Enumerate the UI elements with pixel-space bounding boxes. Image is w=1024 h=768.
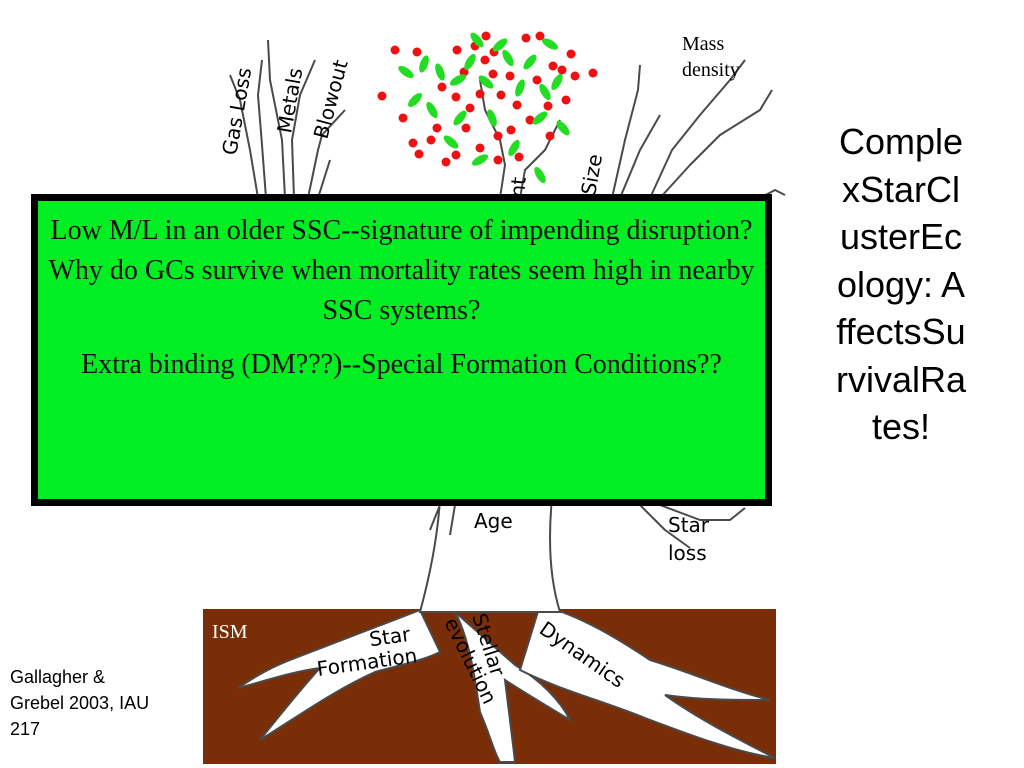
- soil-label: ISM: [212, 621, 248, 643]
- root-right: [518, 603, 776, 759]
- callout-paragraph-2: Extra binding (DM???)--Special Formation…: [81, 349, 722, 380]
- label-partial-left: nt: [505, 176, 531, 199]
- branch-metals: [267, 39, 316, 199]
- tree-trunk: [418, 497, 562, 613]
- branch-gas-loss: [229, 59, 267, 199]
- label-star-word: Star: [368, 622, 413, 652]
- label-loss: loss: [668, 541, 707, 565]
- label-mass: Mass: [682, 33, 724, 55]
- label-star: Star: [668, 513, 710, 537]
- slide-title: ComplexStarClusterEcology: AffectsSurviv…: [835, 121, 967, 447]
- root-middle: [454, 611, 573, 763]
- citation: Gallagher & Grebel 2003, IAU 217: [10, 667, 150, 739]
- label-mass-density: Mass density: [682, 33, 740, 81]
- callout-box: Low M/L in an older SSC--signature of im…: [31, 194, 772, 506]
- tree-roots: [237, 603, 776, 763]
- root-left: [237, 608, 442, 741]
- leaves-green: [398, 32, 570, 184]
- branch-lower-right: [639, 504, 746, 549]
- label-star-loss: Star loss: [668, 513, 715, 565]
- label-stellar-evolution-line1: Stellar: [467, 610, 510, 679]
- branch-right-2: [649, 59, 773, 199]
- branch-lower-left: [429, 504, 456, 536]
- branch-right-1: [611, 64, 661, 199]
- callout-paragraph-1: Low M/L in an older SSC--signature of im…: [48, 215, 755, 326]
- label-density: density: [682, 59, 740, 81]
- branch-blowout: [307, 109, 346, 199]
- label-age: Age: [474, 509, 513, 533]
- tree-branches: [229, 39, 786, 549]
